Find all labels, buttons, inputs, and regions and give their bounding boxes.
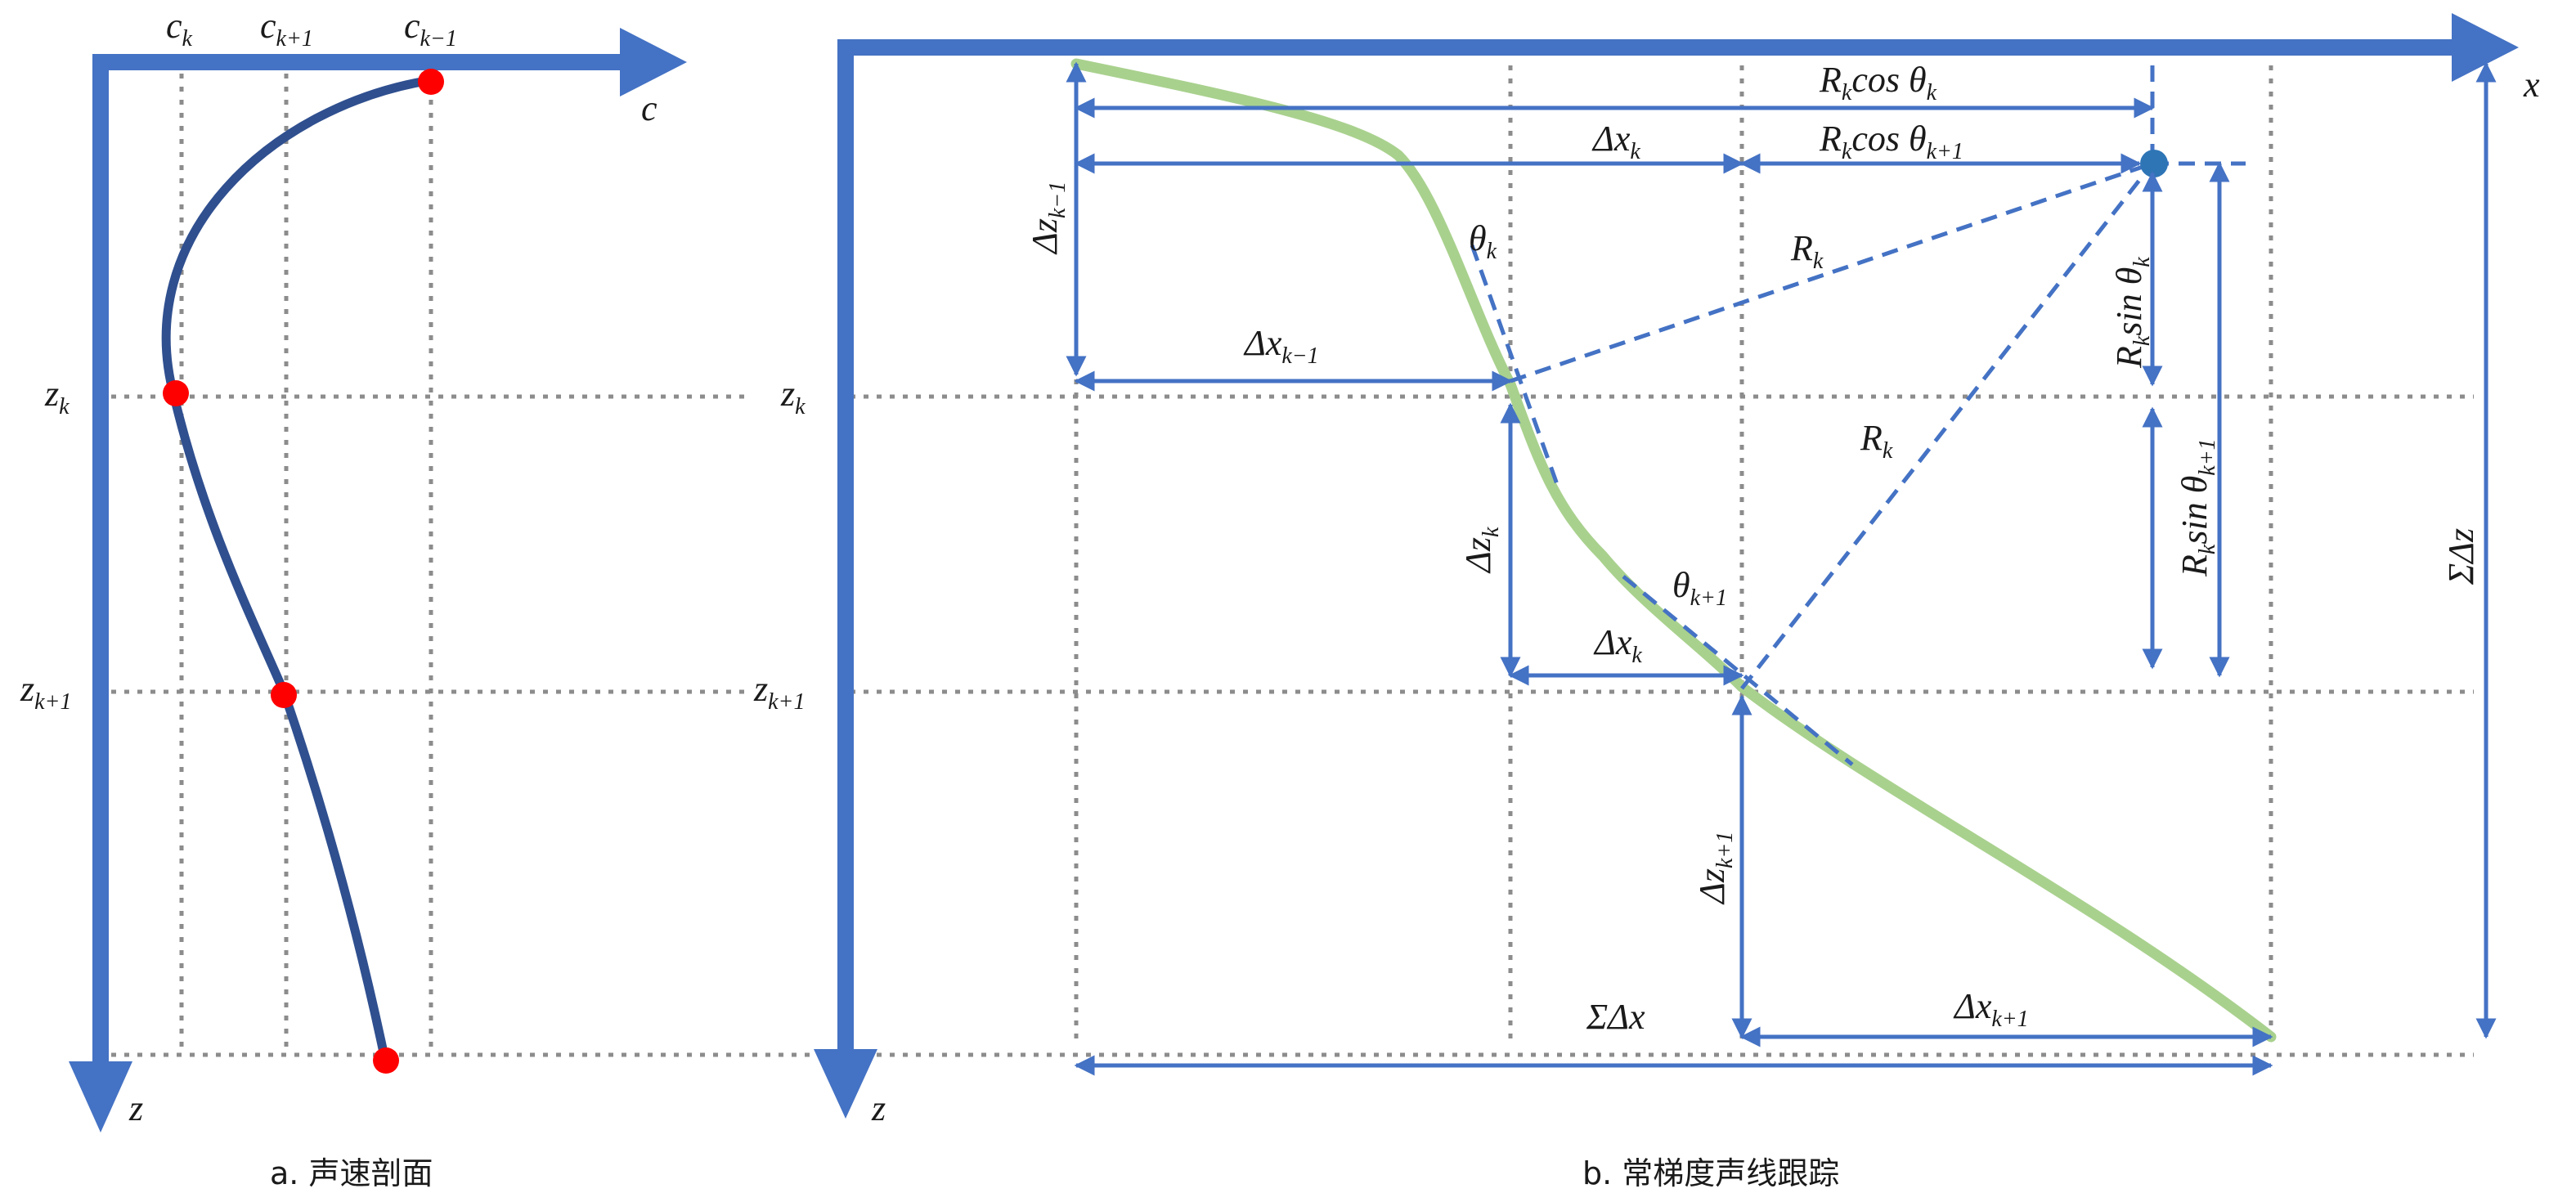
sound-speed-profile (161, 75, 436, 1061)
label-dx-k-top: Δxk (1591, 119, 1640, 164)
label-dx-km1: Δxk−1 (1243, 323, 1319, 369)
profile-point (373, 1047, 399, 1074)
label-dz-k: Δzk (1458, 527, 1504, 574)
panel-b-x-axis-label: x (2523, 65, 2540, 105)
radius-line-upper (1510, 161, 2153, 383)
radius-line-lower (1740, 162, 2154, 690)
label-rcos-k: Rkcos θk (1819, 60, 1937, 105)
panel-a-x-axis-label: c (641, 88, 657, 128)
panel-b-grid (850, 65, 2474, 1057)
label-rsin-k: Rksin θk (2109, 257, 2155, 369)
label-sum-dz: ΣΔz (2441, 528, 2481, 585)
ray-path (1070, 58, 2277, 1043)
label-r-k-lower: Rk (1860, 418, 1893, 464)
label-rsin-k1: Rksin θk+1 (2174, 438, 2220, 577)
tangent-line-k (1470, 244, 1560, 487)
panel-a: c z ck ck+1 ck−1 zk zk+1 a. 声速剖面 (20, 6, 818, 1191)
profile-point (163, 380, 189, 406)
row-label-zk-b: zk (780, 374, 806, 419)
col-label-ckm1: ck−1 (404, 6, 457, 52)
panel-a-axes (69, 28, 687, 1132)
panel-b-caption: b. 常梯度声线跟踪 (1582, 1155, 1839, 1191)
tangent-line-k1 (1622, 575, 1854, 766)
profile-point (418, 69, 444, 95)
label-rcos-k1: Rkcos θk+1 (1819, 119, 1963, 164)
label-r-k-upper: Rk (1790, 228, 1824, 274)
row-label-zk1-b: zk+1 (753, 669, 805, 715)
panel-a-z-axis-label: z (128, 1088, 143, 1128)
label-sum-dx: ΣΔx (1586, 997, 1645, 1037)
row-label-zk-a: zk (44, 374, 70, 419)
label-theta-k1: θk+1 (1672, 565, 1727, 611)
row-label-zk1-a: zk+1 (20, 669, 71, 715)
label-dz-km1: Δzk−1 (1025, 182, 1070, 255)
col-label-ck1: ck+1 (260, 6, 313, 52)
label-theta-k: θk (1469, 218, 1497, 264)
label-dx-k-mid: Δxk (1593, 622, 1642, 668)
panel-b: x z zk zk+1 Rkcos θk Rkcos θk+1 Δxk Δxk−… (753, 13, 2540, 1191)
col-label-ck: ck (166, 6, 193, 52)
label-dz-k1: Δzk+1 (1692, 832, 1738, 905)
profile-point (271, 682, 297, 708)
panel-b-axes (814, 13, 2519, 1119)
panel-a-grid (98, 74, 818, 1057)
panel-b-z-axis-label: z (871, 1088, 886, 1128)
label-dx-k1: Δxk+1 (1953, 986, 2029, 1032)
panel-a-caption: a. 声速剖面 (270, 1155, 433, 1191)
curvature-center-point (2140, 150, 2168, 177)
